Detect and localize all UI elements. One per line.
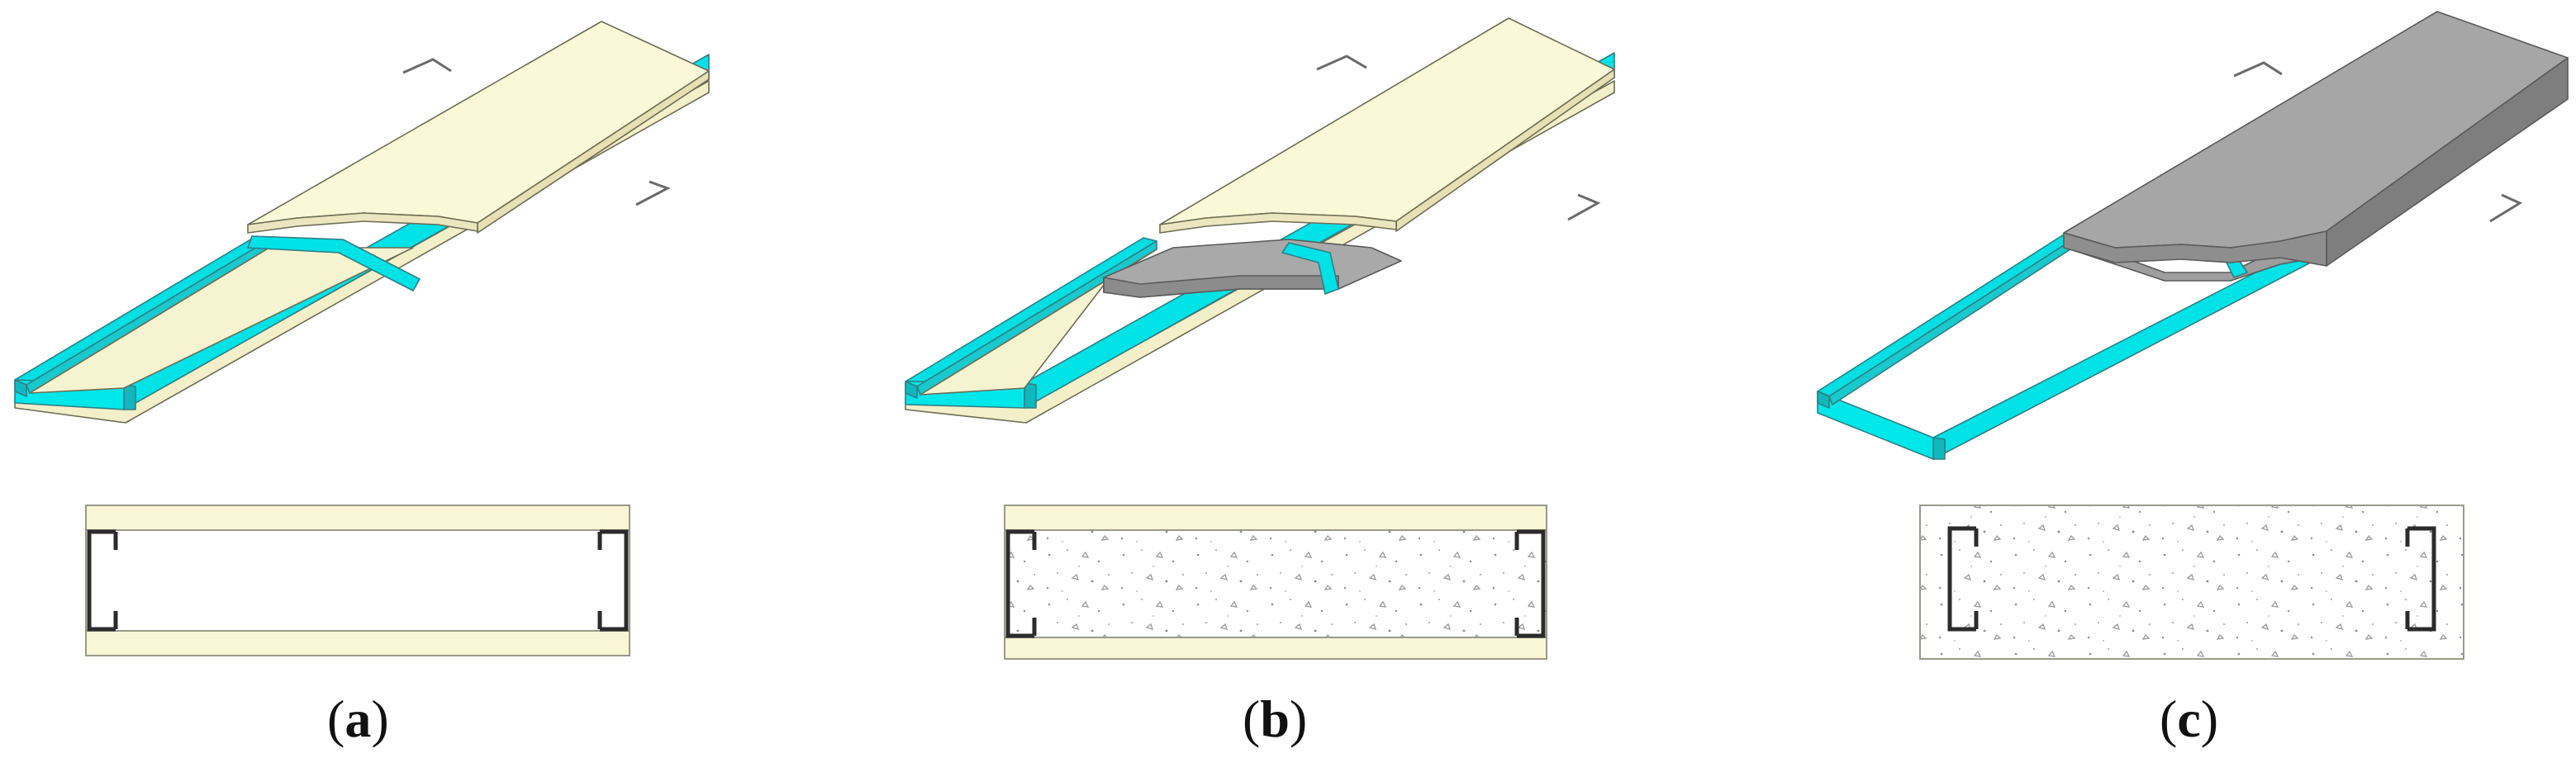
panel-b: (b) — [905, 17, 1615, 748]
cross-section-c — [1919, 505, 2464, 660]
isometric-view-b — [905, 17, 1615, 424]
c-section-right-a — [597, 529, 629, 632]
isometric-view-a — [14, 21, 710, 424]
caption-a: (a) — [327, 689, 389, 748]
panel-c: (c) — [1817, 11, 2569, 748]
section-marker-top-c — [2233, 61, 2283, 78]
section-concrete-c — [1919, 505, 2464, 660]
isometric-view-c — [1817, 11, 2569, 460]
concrete-block-front-c — [2063, 230, 2327, 267]
steel-track-end-c — [1817, 391, 1934, 460]
section-board-bottom-a — [85, 630, 630, 656]
panel-a: (a) — [14, 21, 710, 748]
caption-b: (b) — [1243, 689, 1307, 748]
section-marker-top-a — [402, 58, 452, 74]
section-cavity-a — [85, 529, 630, 632]
cross-section-a — [85, 505, 630, 656]
c-section-left-a — [87, 529, 118, 632]
section-board-top-a — [85, 505, 630, 531]
steel-stud-left-c — [1817, 234, 2076, 397]
section-concrete-b — [1004, 529, 1547, 638]
section-marker-bottom-b — [1567, 193, 1601, 221]
steel-cross-stud-b — [1281, 242, 1339, 295]
steel-cross-stud-a — [247, 235, 421, 291]
section-marker-top-b — [1316, 54, 1367, 71]
c-section-left-b — [1005, 529, 1037, 638]
c-section-right-c — [2405, 526, 2436, 632]
cross-section-b — [1004, 505, 1547, 660]
section-marker-bottom-a — [635, 180, 671, 206]
c-section-right-b — [1514, 529, 1546, 638]
section-marker-bottom-c — [2489, 193, 2523, 223]
caption-c: (c) — [2160, 689, 2218, 748]
section-board-bottom-b — [1004, 637, 1547, 660]
section-board-top-b — [1004, 505, 1547, 531]
c-section-left-c — [1947, 526, 1979, 632]
bottom-board-inner-a — [29, 247, 414, 394]
